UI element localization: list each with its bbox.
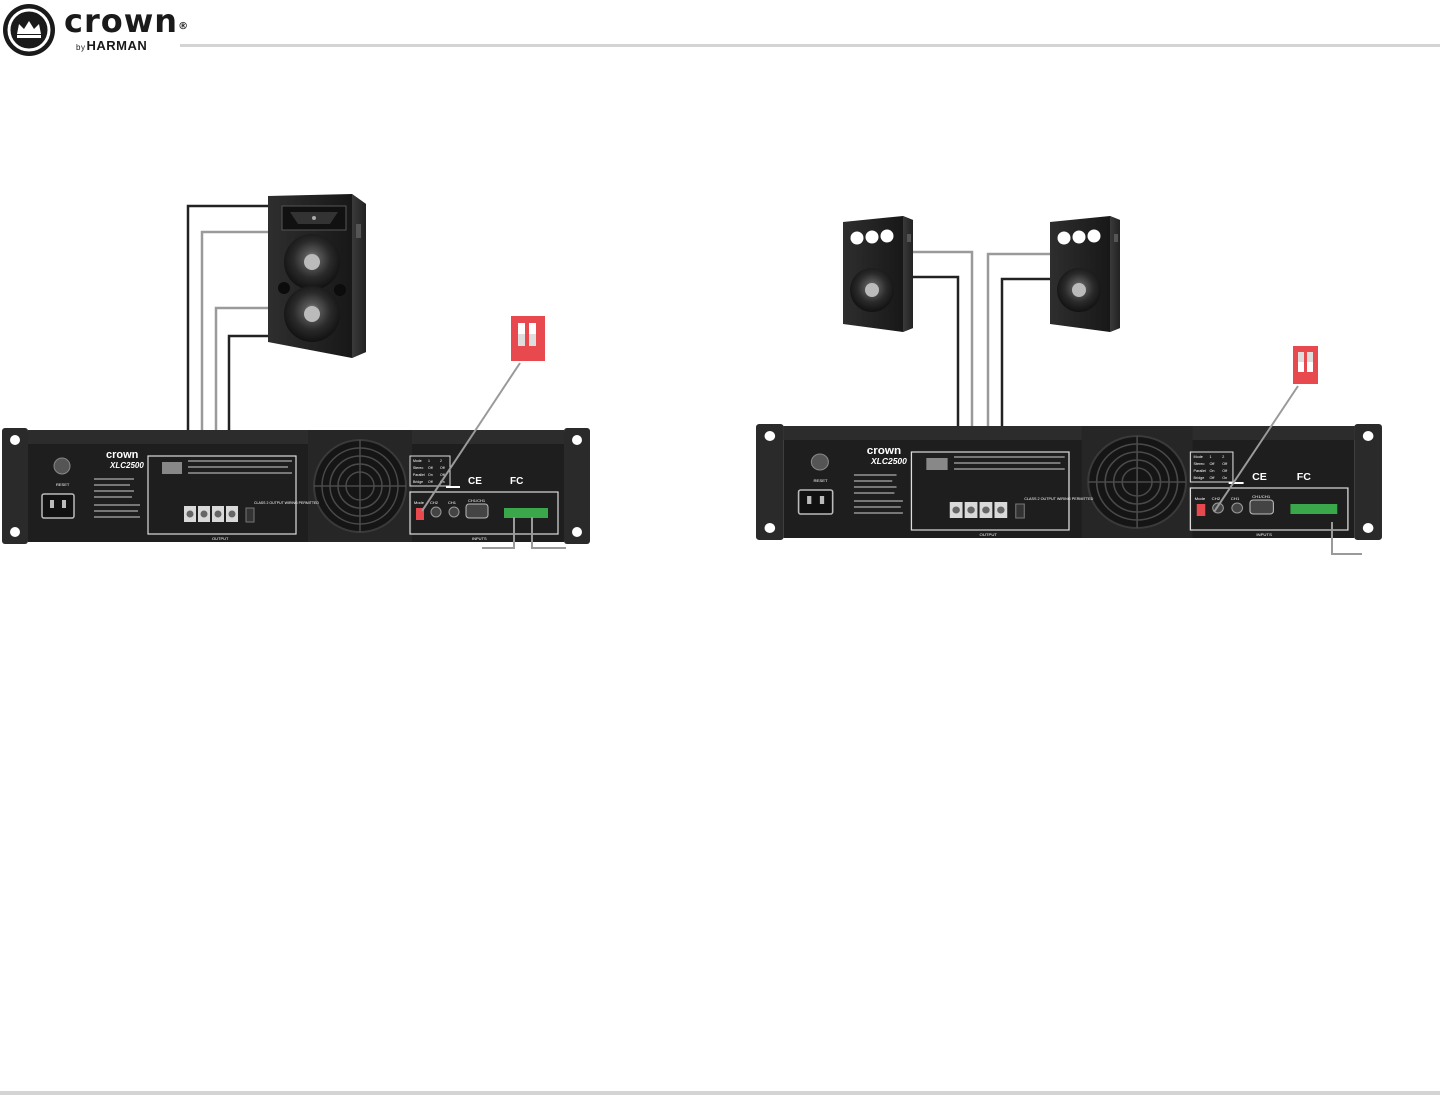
amp-ch2-label-right: CH2 [1212, 496, 1221, 501]
amplifier-rear-panel-right: crown XLC2500 RESET OUTPUT INPUTS Mode C… [754, 422, 1384, 542]
mode-table-cell: Bridge [1194, 476, 1205, 480]
amp-ce-mark-right: CE [1252, 472, 1267, 483]
amp-mode-label-left: Mode [414, 500, 425, 505]
amp-mode-table-left: Mode 1 2 Stereo Off Off Parallel On Off … [413, 459, 445, 484]
brand-byline: byHARMAN [76, 38, 147, 53]
header-rule [180, 44, 1440, 47]
amp-class-label-left: CLASS 2 OUTPUT WIRING PERMITTED [254, 501, 319, 505]
left-input-cables [482, 517, 566, 549]
amp-reset-label-left: RESET [56, 482, 70, 487]
amp-reset-label-right: RESET [813, 478, 828, 483]
registered-mark: ® [178, 21, 190, 32]
amp-model-right: XLC2500 [870, 457, 907, 466]
footer-rule [0, 1091, 1440, 1095]
right-input-cables [1331, 522, 1362, 555]
three-way-speaker-icon [268, 194, 366, 358]
mode-table-cell: Off [440, 466, 445, 470]
amp-class-label-right: CLASS 2 OUTPUT WIRING PERMITTED [1024, 497, 1093, 501]
mode-table-cell: Off [428, 480, 433, 484]
amp-inputs-label-left: INPUTS [472, 536, 487, 541]
amp-mode-table-right: Mode 1 2 Stereo Off Off Parallel On Off … [1194, 455, 1229, 480]
mode-table-cell: Parallel [413, 473, 425, 477]
mode-table-cell: Parallel [1194, 469, 1207, 473]
amp-ch1-label-right: CH1 [1231, 496, 1240, 501]
mode-table-header: Mode [413, 459, 422, 463]
byline-prefix: by [76, 43, 86, 52]
mode-table-cell: On [428, 473, 433, 477]
amp-ch2-label-left: CH2 [430, 500, 439, 505]
amp-mode-label-right: Mode [1195, 496, 1206, 501]
amp-ch1-label-left: CH1 [448, 500, 457, 505]
amp-fc-mark-left: FC [510, 476, 523, 487]
mode-table-cell: Off [440, 473, 445, 477]
mode-table-cell: On [1210, 469, 1215, 473]
amp-fc-mark-right: FC [1297, 472, 1312, 483]
brand-wordmark: crown® [64, 2, 189, 40]
mode-table-cell: Off [1210, 476, 1216, 480]
brand-wordmark-text: crown [64, 2, 179, 40]
two-way-speaker-right-icon [1050, 216, 1120, 332]
amp-ch1ch2-label-left: CH1/CH1 [468, 498, 486, 503]
amp-brand-right: crown [867, 445, 902, 457]
mode-table-cell: Off [1222, 469, 1228, 473]
amp-output-label-left: OUTPUT [212, 536, 229, 541]
amp-inputs-label-right: INPUTS [1256, 532, 1272, 537]
amplifier-rear-panel-left: crown XLC2500 RESET OUTPUT INPUTS Mode C… [1, 427, 591, 545]
mode-table-cell: Off [428, 466, 433, 470]
dip-switch-callout-left [421, 316, 545, 512]
mode-table-cell: Off [1210, 462, 1216, 466]
mode-table-cell: Bridge [413, 480, 423, 484]
amp-output-label-right: OUTPUT [980, 532, 998, 537]
mode-table-cell: Off [1222, 462, 1228, 466]
mode-table-header: Mode [1194, 455, 1203, 459]
byline-harman: HARMAN [86, 38, 148, 53]
amp-ce-mark-left: CE [468, 476, 482, 487]
mode-table-header: 1 [1210, 455, 1212, 459]
amp-ch1ch2-label-right: CH1/CH1 [1252, 494, 1271, 499]
dip-switch-callout-right [1213, 346, 1318, 513]
mode-table-cell: On [1222, 476, 1227, 480]
page-header: crown® byHARMAN [0, 0, 1440, 64]
mode-table-header: 2 [1222, 455, 1224, 459]
amp-brand-left: crown [106, 449, 139, 461]
mode-table-header: 1 [428, 459, 430, 463]
mode-table-cell: Stereo [1194, 462, 1205, 466]
mode-table-cell: Stereo [413, 466, 423, 470]
amp-model-left: XLC2500 [109, 461, 144, 470]
two-way-speaker-left-icon [843, 216, 913, 332]
crown-logo-badge-icon [3, 4, 55, 56]
mode-table-header: 2 [440, 459, 442, 463]
